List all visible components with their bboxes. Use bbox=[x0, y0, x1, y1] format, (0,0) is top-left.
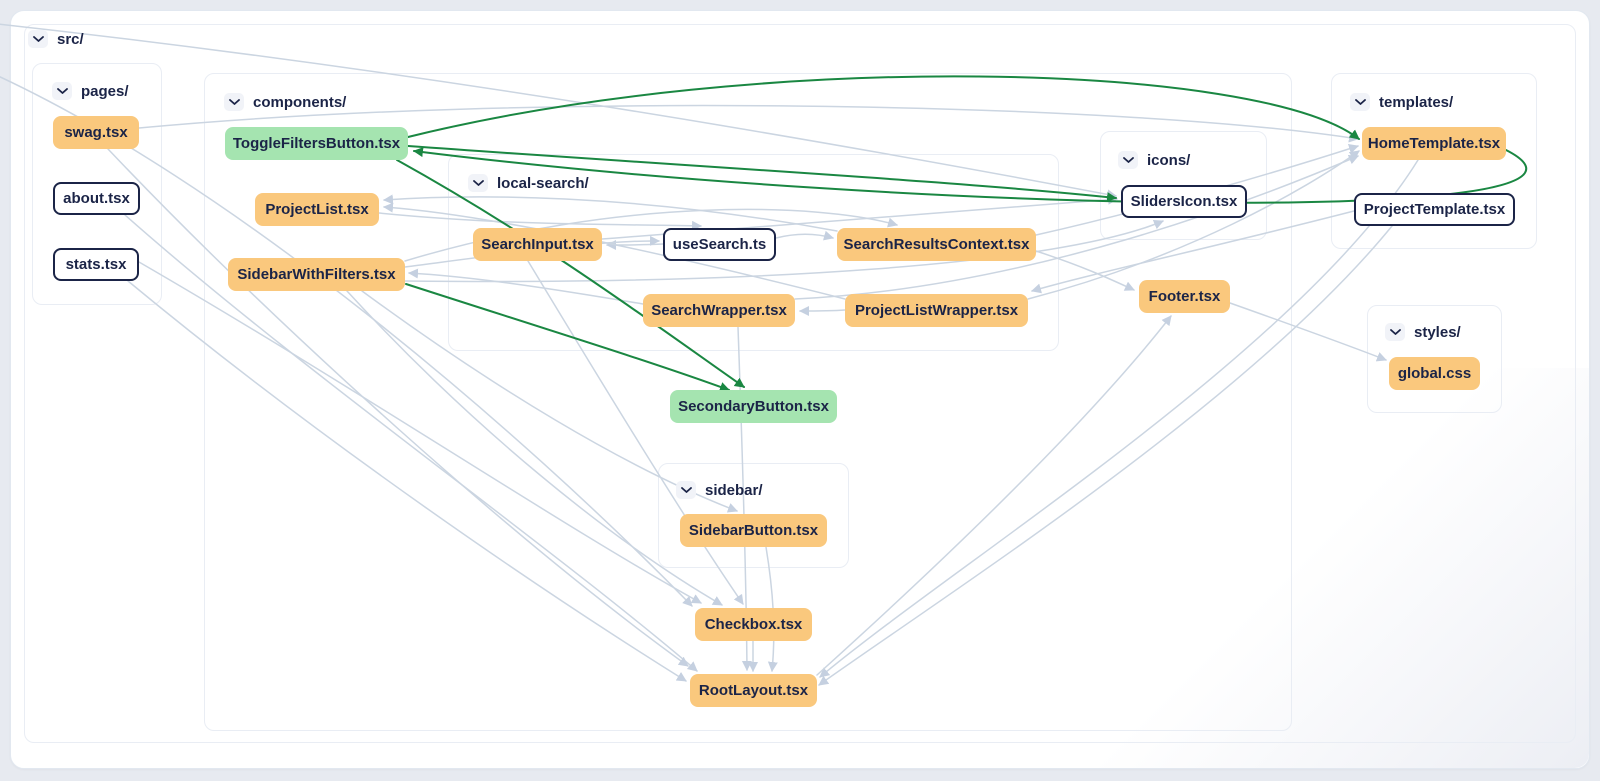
edge-toggle-filters-button-to-home-template bbox=[407, 75, 1360, 140]
node-sidebar-button[interactable]: SidebarButton.tsx bbox=[680, 514, 827, 547]
group-name-src: src/ bbox=[57, 30, 84, 48]
edge-project-template-to-project-list-wrapper bbox=[1031, 210, 1355, 294]
edge-sidebar-with-filters-to-checkbox bbox=[346, 290, 723, 606]
edge-search-wrapper-to-sidebar-with-filters bbox=[408, 268, 644, 305]
group-name-components: components/ bbox=[253, 93, 347, 111]
node-sidebar-with-filters[interactable]: SidebarWithFilters.tsx bbox=[228, 258, 405, 291]
collapse-toggle-components[interactable] bbox=[224, 93, 244, 111]
edge-use-search-to-search-results-context bbox=[775, 230, 834, 241]
node-root-layout[interactable]: RootLayout.tsx bbox=[690, 674, 817, 707]
node-home-template[interactable]: HomeTemplate.tsx bbox=[1362, 127, 1506, 160]
node-about[interactable]: about.tsx bbox=[53, 182, 140, 215]
node-swag[interactable]: swag.tsx bbox=[53, 116, 139, 149]
chevron-down-icon bbox=[1122, 156, 1134, 163]
group-name-styles: styles/ bbox=[1414, 323, 1461, 341]
group-src bbox=[24, 24, 1576, 743]
group-label-src: src/ bbox=[28, 29, 84, 49]
chevron-down-icon bbox=[56, 87, 68, 94]
collapse-toggle-sidebar[interactable] bbox=[676, 481, 696, 499]
edge-search-input-to-checkbox bbox=[527, 260, 744, 605]
edge-toggle-filters-button-to-sliders-icon bbox=[407, 145, 1117, 203]
edge-stats-to-root-layout bbox=[127, 280, 687, 682]
edge-project-list-wrapper-to-home-template bbox=[1027, 150, 1360, 300]
edge-project-list-to-use-search bbox=[378, 212, 702, 231]
group-name-pages: pages/ bbox=[81, 82, 129, 100]
edge-sidebar-with-filters-to-secondary-button bbox=[405, 283, 730, 392]
node-project-list[interactable]: ProjectList.tsx bbox=[255, 193, 379, 226]
group-label-pages: pages/ bbox=[52, 81, 129, 101]
node-secondary-button[interactable]: SecondaryButton.tsx bbox=[670, 390, 837, 423]
chevron-down-icon bbox=[472, 179, 484, 186]
collapse-toggle-pages[interactable] bbox=[52, 82, 72, 100]
group-components bbox=[204, 73, 1292, 731]
group-label-templates: templates/ bbox=[1350, 92, 1453, 112]
group-label-components: components/ bbox=[224, 92, 346, 112]
group-name-templates: templates/ bbox=[1379, 93, 1454, 111]
node-checkbox[interactable]: Checkbox.tsx bbox=[695, 608, 812, 641]
node-search-input[interactable]: SearchInput.tsx bbox=[473, 228, 602, 261]
node-search-results-context[interactable]: SearchResultsContext.tsx bbox=[837, 228, 1036, 261]
edge-toggle-filters-button-to-secondary-button bbox=[396, 159, 745, 388]
edge-root-layout-to-footer bbox=[816, 315, 1172, 676]
edge-sidebar-with-filters-to-sliders-icon bbox=[404, 219, 1164, 283]
chevron-down-icon bbox=[228, 98, 240, 105]
group-name-sidebar: sidebar/ bbox=[705, 481, 763, 499]
collapse-toggle-styles[interactable] bbox=[1385, 323, 1405, 341]
node-search-wrapper[interactable]: SearchWrapper.tsx bbox=[643, 294, 795, 327]
group-sidebar bbox=[658, 463, 849, 568]
group-styles bbox=[1367, 305, 1502, 413]
chevron-down-icon bbox=[32, 35, 44, 42]
node-global-css[interactable]: global.css bbox=[1389, 357, 1480, 390]
chevron-down-icon bbox=[680, 486, 692, 493]
chevron-down-icon bbox=[1354, 98, 1366, 105]
edge-home-template-to-root-layout bbox=[819, 159, 1419, 678]
group-templates bbox=[1331, 73, 1537, 249]
edge-about-to-root-layout bbox=[124, 214, 698, 672]
node-stats[interactable]: stats.tsx bbox=[53, 248, 139, 281]
chevron-down-icon bbox=[1389, 328, 1401, 335]
edge-search-wrapper-to-home-template bbox=[794, 154, 1359, 300]
group-local-search bbox=[448, 154, 1059, 351]
node-toggle-filters-button[interactable]: ToggleFiltersButton.tsx bbox=[225, 127, 408, 160]
node-use-search[interactable]: useSearch.ts bbox=[663, 228, 776, 261]
edge-swag-to-home-template bbox=[138, 104, 1359, 143]
node-sliders-icon[interactable]: SlidersIcon.tsx bbox=[1121, 185, 1247, 218]
edge-footer-to-global-css bbox=[1229, 302, 1387, 362]
group-pages bbox=[32, 63, 162, 305]
group-label-icons: icons/ bbox=[1118, 150, 1190, 170]
collapse-toggle-local-search[interactable] bbox=[468, 174, 488, 192]
group-name-local-search: local-search/ bbox=[497, 174, 589, 192]
node-project-list-wrapper[interactable]: ProjectListWrapper.tsx bbox=[845, 294, 1028, 327]
edge-search-results-context-to-footer bbox=[1035, 250, 1135, 291]
edge-stats-to-checkbox bbox=[138, 261, 702, 604]
group-label-local-search: local-search/ bbox=[468, 173, 589, 193]
group-name-icons: icons/ bbox=[1147, 151, 1191, 169]
group-icons bbox=[1100, 131, 1267, 240]
edge-swag-to-root-layout bbox=[107, 148, 689, 667]
node-footer[interactable]: Footer.tsx bbox=[1139, 280, 1230, 313]
collapse-toggle-icons[interactable] bbox=[1118, 151, 1138, 169]
edge-search-results-context-to-project-list bbox=[383, 194, 838, 232]
node-project-template[interactable]: ProjectTemplate.tsx bbox=[1354, 193, 1515, 226]
group-label-sidebar: sidebar/ bbox=[676, 480, 763, 500]
edge-project-list-wrapper-to-search-wrapper bbox=[799, 305, 846, 316]
group-label-styles: styles/ bbox=[1385, 322, 1461, 342]
collapse-toggle-templates[interactable] bbox=[1350, 93, 1370, 111]
collapse-toggle-src[interactable] bbox=[28, 30, 48, 48]
edge-project-template-to-root-layout bbox=[818, 225, 1393, 686]
